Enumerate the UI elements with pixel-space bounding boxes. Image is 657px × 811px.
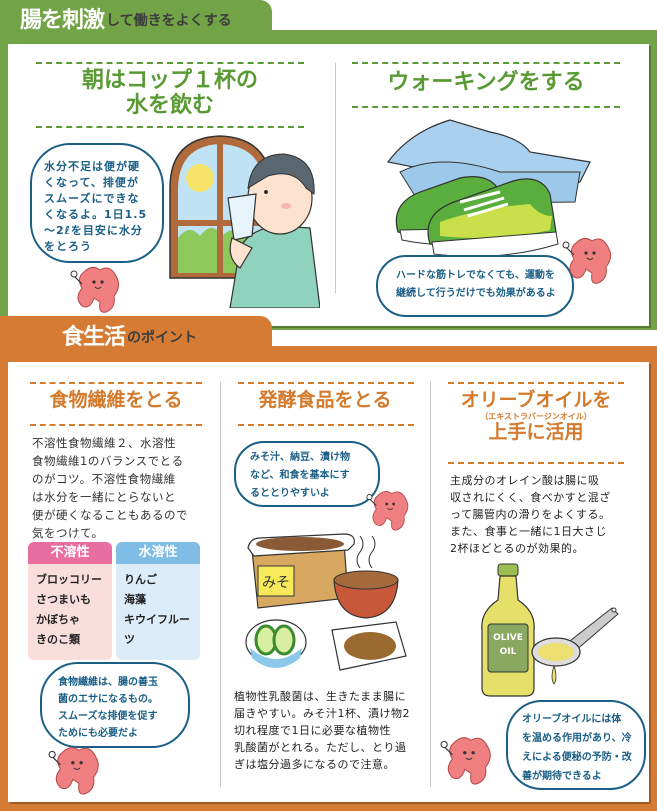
column-separator	[430, 382, 431, 787]
insoluble-fiber-header: 不溶性	[28, 542, 112, 564]
card-olive-title-note: （エキストラバージンオイル）	[480, 411, 592, 421]
bubble-line: みそ汁、納豆、漬け物	[250, 452, 350, 463]
card-olive-body: 主成分のオレイン酸は腸に吸 収されにくく、食べかすと混ざ って腸管内の滑りをよく…	[450, 472, 650, 557]
bubble-line: くなって、排便が	[44, 176, 139, 189]
bubble-line: 菌のエサになるもの。	[58, 694, 158, 705]
insoluble-fiber-column: 不溶性 ブロッコリー さつまいも かぼちゃ きのこ類	[28, 542, 112, 660]
intestine-mascot-icon	[562, 237, 612, 284]
speech-bubble-fiber: 食物繊維は、腸の善玉 菌のエサになるもの。 スムーズな排便を促す ためにも必要だ…	[40, 662, 190, 748]
body-line: 乳酸菌がとれる。ただし、とり過	[234, 741, 407, 754]
fiber-item: さつまいも	[36, 593, 91, 606]
divider-dashed	[238, 382, 414, 384]
divider-dashed	[30, 382, 202, 384]
bubble-line: オリーブオイルには体	[522, 714, 622, 725]
body-line: 切れ程度で1日に必要な植物性	[234, 724, 391, 737]
insoluble-fiber-list: ブロッコリー さつまいも かぼちゃ きのこ類	[28, 564, 112, 660]
body-line: また、食事と一緒に1日大さじ	[450, 525, 607, 538]
bubble-line: スムーズな排便を促す	[58, 711, 158, 722]
bubble-line: 継続して行うだけでも効果があるよ	[396, 288, 556, 299]
bubble-line: をとろう	[44, 240, 92, 253]
fiber-item: りんご	[124, 573, 157, 586]
bubble-line: を温める作用があり、冷	[522, 733, 632, 744]
miso-label: みそ	[262, 575, 290, 591]
body-line: のがコツ。不溶性食物繊維	[32, 472, 176, 486]
divider-dashed	[352, 106, 620, 108]
bubble-line: 食物繊維は、腸の善玉	[58, 677, 158, 688]
body-line: 2杯ほどとるのが効果的。	[450, 542, 584, 555]
card-olive-title-line2: 上手に活用	[488, 420, 584, 443]
divider-dashed	[36, 62, 304, 64]
section-stimulate-tab: 腸を刺激 して働きをよくする	[0, 0, 272, 36]
divider-dashed	[448, 462, 624, 464]
speech-bubble-water: 水分不足は便が硬 くなって、排便が スムーズにできな くなるよ。1日1.5 〜2…	[30, 143, 164, 263]
card-olive-title-line1: オリーブオイルを	[460, 389, 612, 411]
sneakers-towel-illustration	[386, 119, 591, 257]
body-line: は水分を一緒にとらないと	[32, 490, 176, 504]
body-line: 届きやすい。みそ汁1杯、漬け物2	[234, 707, 410, 720]
body-line: って腸管内の滑りをよくする。	[450, 508, 611, 521]
body-line: 植物性乳酸菌は、生きたまま腸に	[234, 690, 407, 703]
fiber-item: きのこ類	[36, 633, 80, 646]
body-line: ぎは塩分過多になるので注意。	[234, 758, 395, 771]
body-line: 収されにくく、食べかすと混ざ	[450, 491, 611, 504]
bubble-line: スムーズにできな	[44, 192, 140, 205]
fiber-item: 海藻	[124, 593, 146, 606]
bubble-line: 〜2ℓを目安に水分	[44, 224, 143, 237]
divider-dashed	[30, 424, 202, 426]
card-water-title: 朝はコップ１杯の 水を飲む	[36, 68, 304, 119]
section-diet-tab: 食生活 のポイント	[0, 316, 272, 354]
card-walking-title: ウォーキングをする	[387, 70, 585, 95]
body-line: 気をつけて。	[32, 526, 104, 540]
bottle-label-oil: OIL	[500, 647, 517, 657]
section-stimulate-subtitle: して働きをよくする	[106, 13, 232, 29]
soluble-fiber-header: 水溶性	[116, 542, 200, 564]
divider-dashed	[36, 126, 304, 128]
soluble-fiber-column: 水溶性 りんご 海藻 キウイフルーツ	[116, 542, 200, 660]
bubble-line: くなるよ。1日1.5	[44, 208, 148, 221]
section-stimulate-title: 腸を刺激	[20, 8, 105, 33]
divider-dashed	[238, 424, 414, 426]
column-separator	[335, 63, 336, 293]
intestine-mascot-icon	[440, 737, 491, 785]
card-water-title-line1: 朝はコップ１杯の	[81, 68, 258, 93]
card-fiber-body: 不溶性食物繊維２、水溶性 食物繊維1のバランスでとる のがコツ。不溶性食物繊維 …	[32, 434, 212, 542]
bubble-line: 善が期待できるよ	[522, 771, 602, 782]
speech-bubble-fermented: みそ汁、納豆、漬け物 など、和食を基本にす るととりやすいよ	[234, 441, 380, 507]
card-fermented-body: 植物性乳酸菌は、生きたまま腸に 届きやすい。みそ汁1杯、漬け物2 切れ程度で1日…	[234, 688, 424, 773]
speech-bubble-walking: ハードな筋トレでなくても、運動を 継続して行うだけでも効果があるよ	[376, 255, 574, 317]
man-drinking-water-illustration	[169, 135, 320, 308]
section-diet-title: 食生活	[62, 325, 126, 350]
card-fiber-title: 食物繊維をとる	[49, 389, 183, 411]
intestine-mascot-icon	[70, 266, 120, 313]
card-water-title-line2: 水を飲む	[125, 93, 214, 119]
card-fermented-title: 発酵食品をとる	[258, 389, 392, 411]
divider-dashed	[352, 62, 620, 64]
body-line: 便が硬くなることもあるので	[32, 508, 188, 522]
bubble-line: るととりやすいよ	[250, 488, 330, 499]
fermented-foods-illustration: みそ	[245, 533, 407, 671]
card-olive-title: オリーブオイルを （エキストラバージンオイル） 上手に活用	[442, 389, 630, 444]
bubble-line: ためにも必要だよ	[58, 728, 138, 739]
intestine-mascot-icon	[366, 491, 409, 531]
column-separator	[220, 382, 221, 787]
intestine-mascot-icon	[48, 747, 99, 795]
bubble-line: えによる便秘の予防・改	[522, 752, 632, 763]
divider-dashed	[448, 382, 624, 384]
fiber-item: かぼちゃ	[36, 613, 80, 626]
fiber-type-table: 不溶性 ブロッコリー さつまいも かぼちゃ きのこ類 水溶性 りんご 海藻 キウ…	[28, 542, 200, 660]
body-line: 主成分のオレイン酸は腸に吸	[450, 474, 600, 487]
fiber-item: ブロッコリー	[36, 573, 102, 586]
speech-bubble-olive: オリーブオイルには体 を温める作用があり、冷 えによる便秘の予防・改 善が期待で…	[506, 700, 646, 790]
soluble-fiber-list: りんご 海藻 キウイフルーツ	[116, 564, 200, 660]
bubble-line: など、和食を基本にす	[250, 470, 350, 481]
olive-oil-bottle-illustration: OLIVE OIL	[481, 563, 619, 697]
bottle-label-olive: OLIVE	[493, 633, 523, 643]
fiber-item: キウイフルーツ	[124, 613, 190, 646]
body-line: 食物繊維1のバランスでとる	[32, 454, 184, 468]
bubble-line: 水分不足は便が硬	[44, 160, 140, 173]
body-line: 不溶性食物繊維２、水溶性	[32, 436, 176, 450]
bubble-line: ハードな筋トレでなくても、運動を	[396, 270, 555, 281]
section-diet-subtitle: のポイント	[127, 330, 198, 346]
